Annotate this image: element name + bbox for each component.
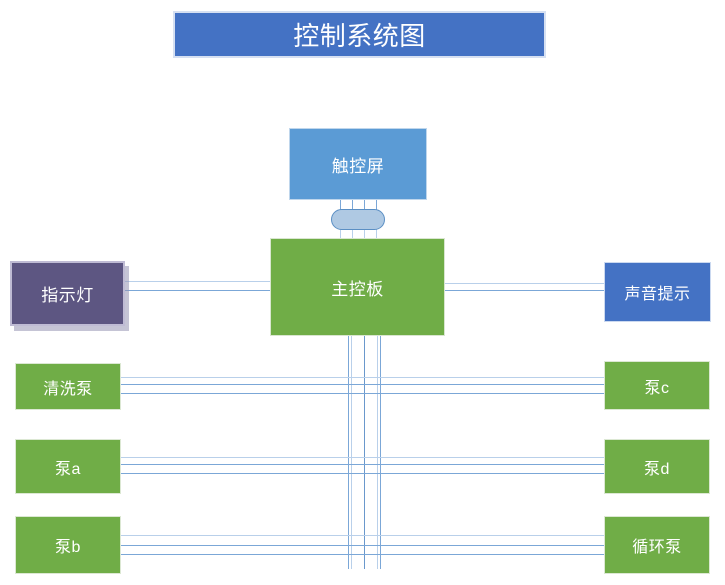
node-wash-pump[interactable]: 清洗泵	[15, 363, 121, 410]
node-pump-c[interactable]: 泵c	[604, 361, 710, 410]
screen-wire-3	[364, 200, 365, 210]
row1-wire-left-1	[121, 377, 364, 378]
row1-wire-left-3	[121, 393, 364, 394]
screen-wire-2	[352, 200, 353, 210]
node-pump-a[interactable]: 泵a	[15, 439, 121, 494]
row1-wire-right-3	[364, 393, 604, 394]
trunk-wire-edge-right	[380, 336, 381, 569]
row1-wire-right-1	[364, 377, 604, 378]
trunk-wire-edge-left	[348, 336, 349, 569]
trunk-wire-2	[364, 336, 365, 569]
screen-wire-4	[376, 200, 377, 210]
row2-wire-right-3	[364, 473, 604, 474]
screen-wire-1	[340, 200, 341, 210]
row1-wire-left-2	[121, 384, 364, 385]
row2-wire-left-3	[121, 473, 364, 474]
sound-wire-top	[444, 283, 604, 284]
node-sound-prompt[interactable]: 声音提示	[604, 262, 711, 322]
row1-wire-right-2	[364, 384, 604, 385]
row2-wire-left-1	[121, 457, 364, 458]
sound-wire-bottom	[444, 290, 604, 291]
indicator-wire-top	[124, 281, 272, 282]
row3-wire-left-2	[121, 545, 364, 546]
row3-wire-left-3	[121, 554, 364, 555]
row3-wire-right-1	[364, 535, 604, 536]
row3-wire-right-3	[364, 554, 604, 555]
trunk-wire-3	[377, 336, 378, 569]
ribbon-connector	[331, 209, 385, 230]
trunk-wire-1	[351, 336, 352, 569]
row3-wire-right-2	[364, 545, 604, 546]
node-pump-b[interactable]: 泵b	[15, 516, 121, 574]
row2-wire-right-1	[364, 457, 604, 458]
row2-wire-right-2	[364, 464, 604, 465]
node-main-board[interactable]: 主控板	[270, 238, 445, 336]
node-indicator-light[interactable]: 指示灯	[10, 261, 125, 326]
row3-wire-left-1	[121, 535, 364, 536]
indicator-wire-bottom	[124, 290, 272, 291]
node-touch-screen[interactable]: 触控屏	[289, 128, 427, 200]
row2-wire-left-2	[121, 464, 364, 465]
diagram-title: 控制系统图	[173, 11, 546, 58]
node-circulation-pump[interactable]: 循环泵	[604, 516, 710, 574]
node-pump-d[interactable]: 泵d	[604, 439, 710, 494]
